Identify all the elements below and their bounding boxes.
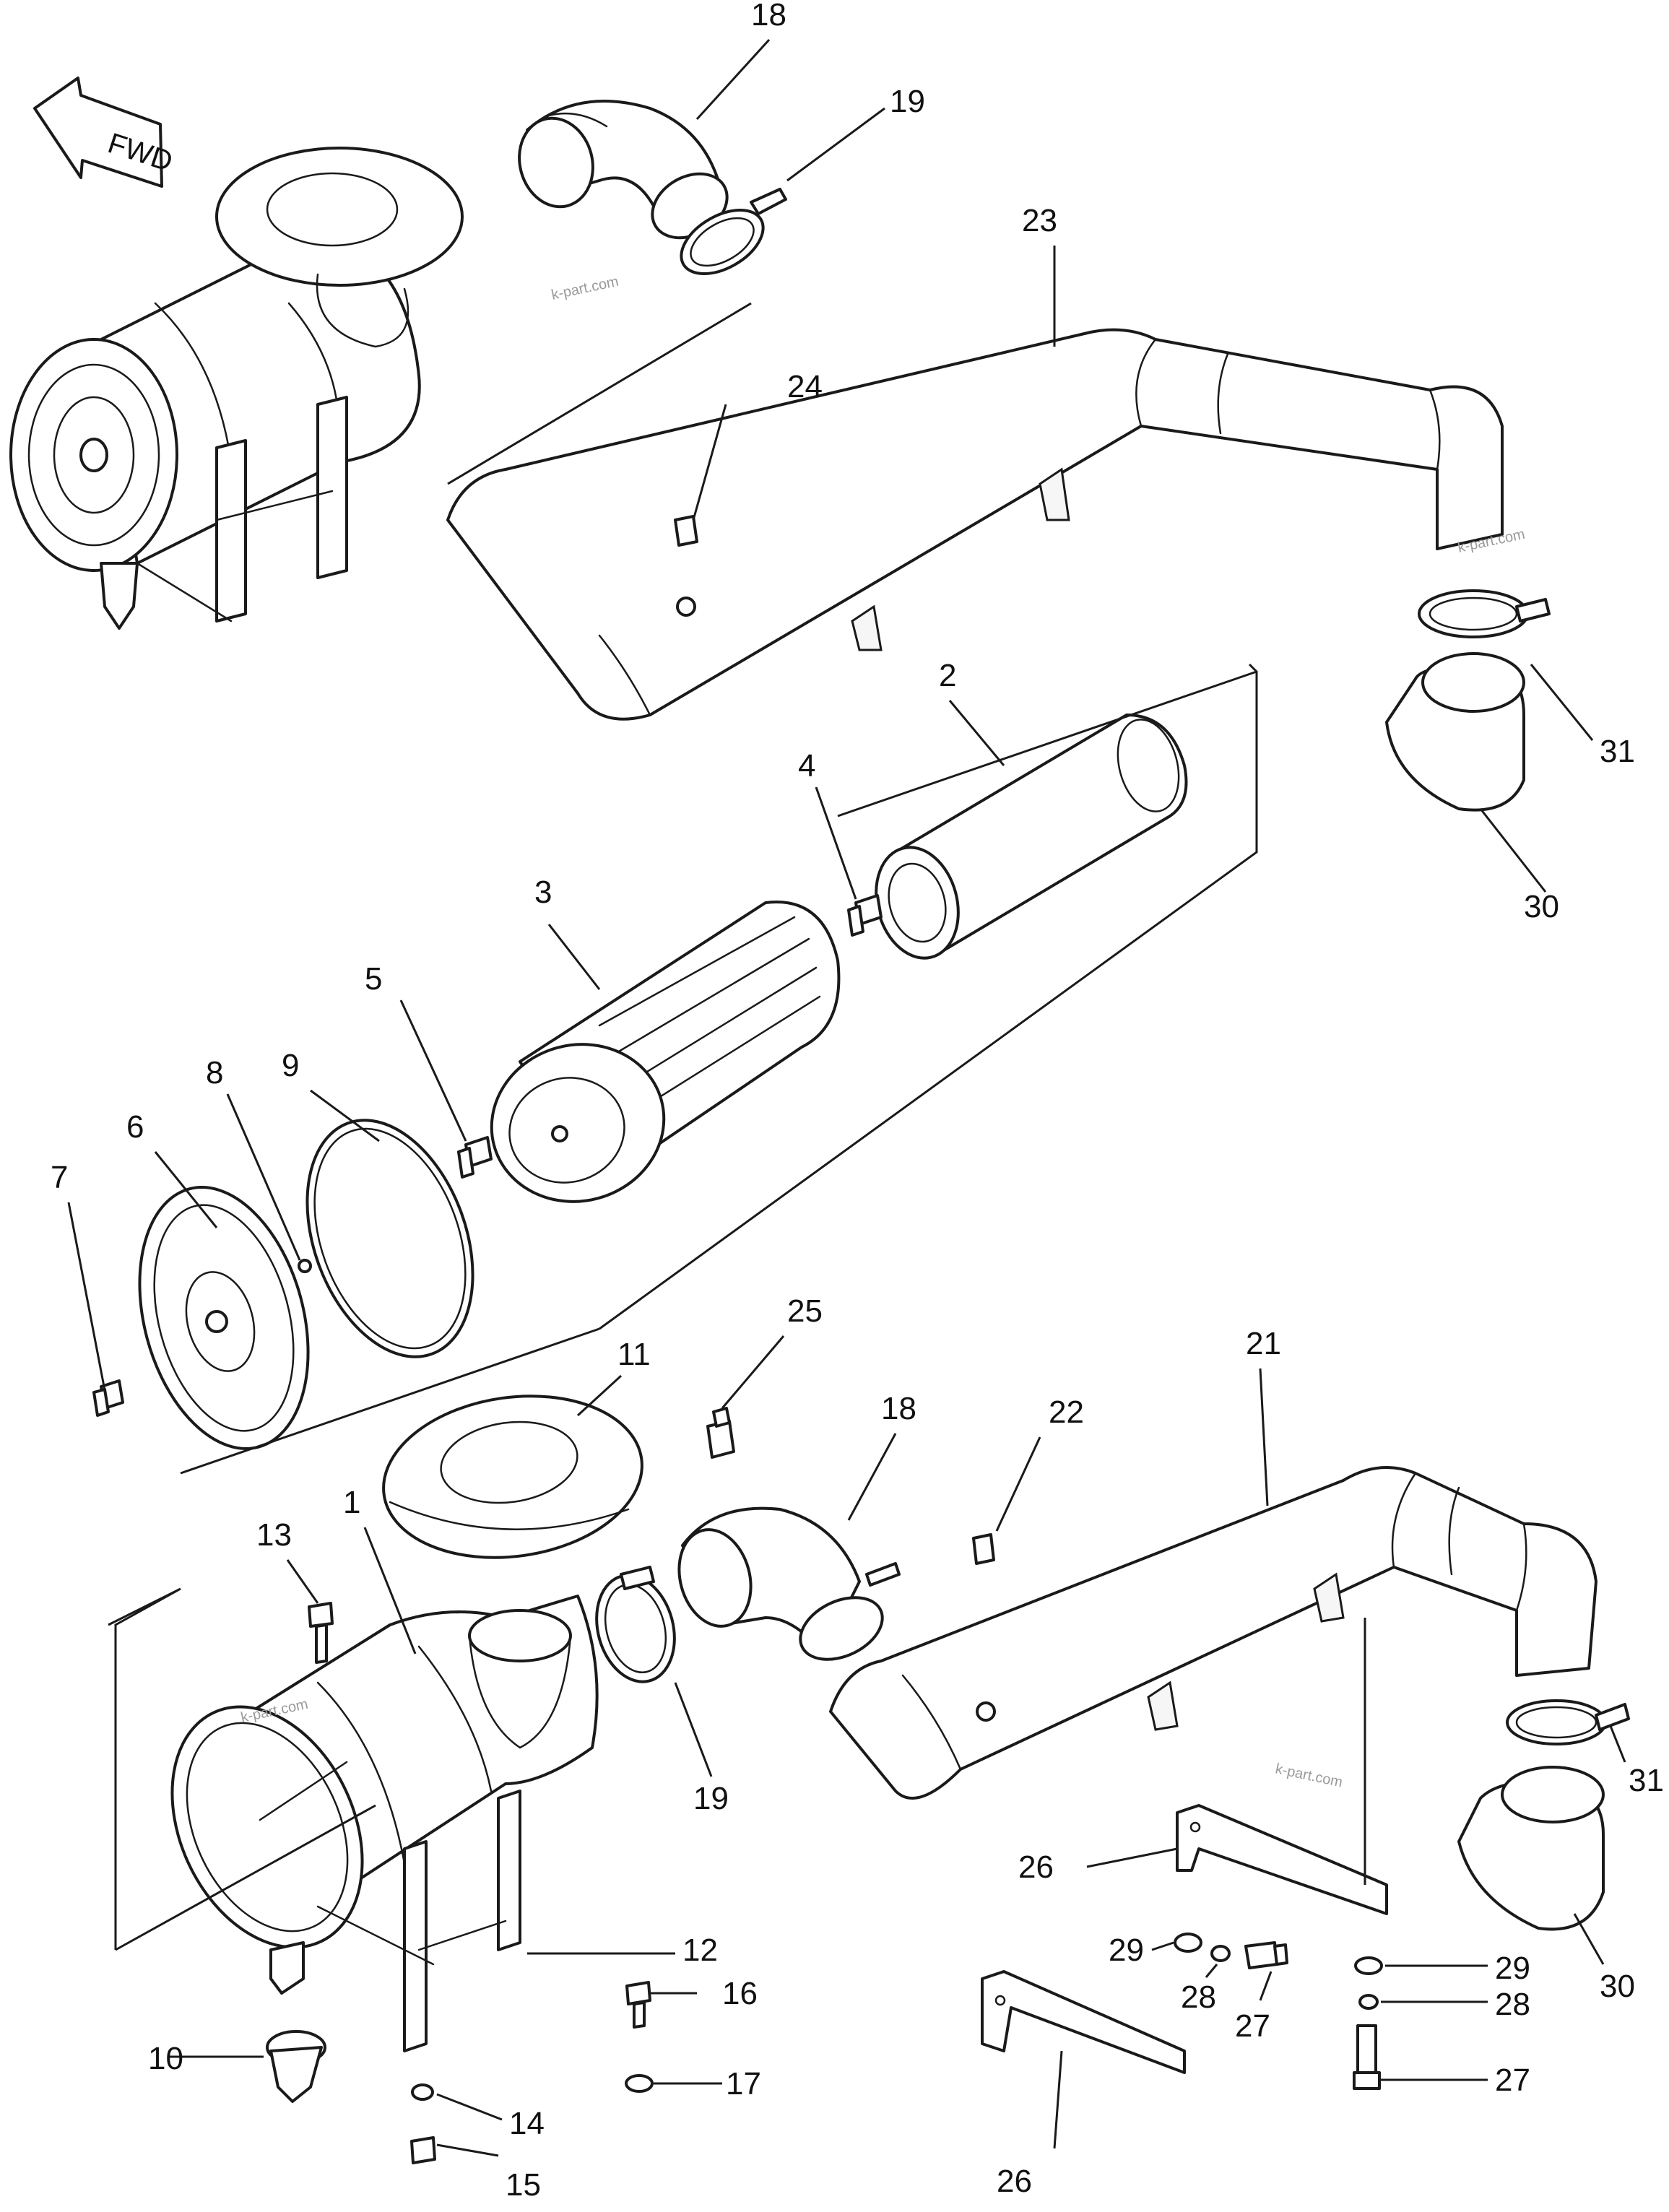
- washer-17: [625, 2074, 654, 2093]
- callout-29-left: 29: [1109, 1933, 1144, 1968]
- watermark-text: k-part.com: [1274, 1761, 1344, 1790]
- group-boundary-lines: [108, 302, 1366, 1951]
- callout-19-lower: 19: [693, 1781, 729, 1816]
- callout-10: 10: [148, 2041, 183, 2076]
- callout-28-right: 28: [1495, 1987, 1530, 2022]
- callout-30-top: 30: [1524, 889, 1559, 924]
- callout-26-lower: 26: [997, 2164, 1032, 2199]
- fwd-arrow-icon: FWD: [33, 77, 176, 188]
- elbow-hose-right-top: [1385, 652, 1525, 812]
- hose-clamp-right-top: [1418, 589, 1551, 638]
- callout-28-left: 28: [1181, 1979, 1216, 2015]
- washer-28-left: [1210, 1945, 1231, 1962]
- top-air-cleaner-assembly: [9, 147, 464, 630]
- dust-valve: [266, 2030, 326, 2103]
- nut-15: [410, 2136, 436, 2164]
- callout-17: 17: [726, 2066, 761, 2102]
- callout-13: 13: [256, 1517, 292, 1553]
- callout-labels: 18 19 23 24 2 4 3 5 9 8 6 7 31 30 11 25 …: [51, 0, 1664, 2203]
- callout-12: 12: [682, 1933, 718, 1968]
- wing-nut-cover: [92, 1379, 124, 1417]
- wing-nut-lower: [457, 1136, 493, 1179]
- bolt-16: [625, 1981, 651, 2029]
- callout-31-top: 31: [1600, 734, 1635, 769]
- callout-26-upper: 26: [1018, 1849, 1054, 1885]
- callout-31-lower: 31: [1629, 1763, 1664, 1798]
- end-cover: [138, 1186, 310, 1450]
- callout-16: 16: [722, 1976, 758, 2011]
- inlet-cap: [382, 1395, 643, 1559]
- safety-element: [875, 714, 1188, 960]
- callout-27-left: 27: [1235, 2008, 1270, 2044]
- elbow-hose-lower: [677, 1506, 901, 1661]
- callout-24: 24: [787, 369, 823, 404]
- watermark-text: k-part.com: [550, 274, 620, 303]
- hose-clamp-lower: [595, 1566, 676, 1683]
- fitting-22: [972, 1533, 995, 1565]
- restriction-indicator: [706, 1407, 735, 1459]
- air-cleaner-housing: [170, 1595, 599, 2052]
- callout-18-top: 18: [751, 0, 786, 32]
- intake-pipe-upper: [446, 328, 1504, 721]
- hose-clamp-right-lower: [1506, 1699, 1630, 1745]
- callout-3: 3: [534, 875, 552, 910]
- callout-9: 9: [282, 1048, 299, 1083]
- callout-23: 23: [1022, 203, 1057, 238]
- callout-21: 21: [1246, 1326, 1281, 1361]
- bolt-27-right: [1353, 2024, 1381, 2090]
- callout-29-right: 29: [1495, 1951, 1530, 1986]
- callout-8: 8: [206, 1055, 223, 1090]
- washer-29-right: [1354, 1956, 1383, 1975]
- washer-14: [411, 2083, 434, 2101]
- washer-29-left: [1174, 1933, 1202, 1953]
- leader-lines: [67, 38, 1626, 2157]
- callout-18-lower: 18: [881, 1391, 916, 1426]
- gasket-ring: [305, 1119, 474, 1358]
- callout-14: 14: [509, 2106, 545, 2141]
- hose-clamp-top: [680, 188, 787, 275]
- callout-5: 5: [365, 961, 382, 997]
- washer-small: [298, 1259, 312, 1273]
- wing-nut-upper: [847, 894, 883, 937]
- callout-7: 7: [51, 1160, 68, 1195]
- bolt-13: [308, 1602, 334, 1664]
- callout-19-top: 19: [890, 84, 925, 119]
- intake-pipe-lower: [829, 1466, 1598, 1800]
- bolt-27-left: [1244, 1941, 1288, 1969]
- callout-1: 1: [343, 1485, 360, 1520]
- callout-4: 4: [798, 748, 815, 784]
- callout-11: 11: [617, 1337, 651, 1372]
- support-bracket-upper: [1176, 1804, 1388, 1915]
- primary-element: [490, 901, 841, 1203]
- callout-15: 15: [506, 2167, 541, 2203]
- callout-22: 22: [1049, 1395, 1084, 1430]
- washer-28-right: [1358, 1994, 1379, 2010]
- callout-2: 2: [939, 658, 956, 693]
- support-bracket-lower: [981, 1970, 1186, 2074]
- elbow-hose-right-lower: [1457, 1766, 1605, 1931]
- callout-27-right: 27: [1495, 2063, 1530, 2098]
- callout-30-lower: 30: [1600, 1969, 1635, 2004]
- callout-6: 6: [126, 1109, 144, 1145]
- callout-25: 25: [787, 1293, 823, 1329]
